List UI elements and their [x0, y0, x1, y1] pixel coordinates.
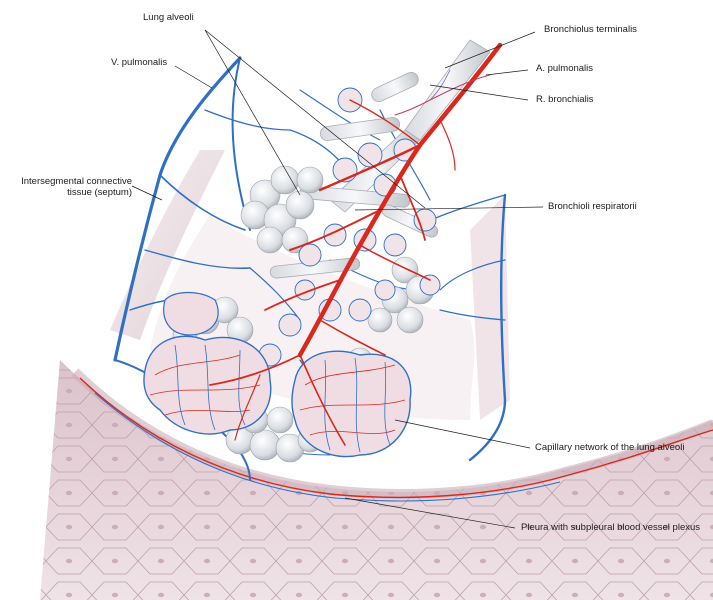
- pulmonary-artery-network: [209, 42, 503, 446]
- label-capillary-network: Capillary network of the lung alveoli: [535, 442, 685, 453]
- label-r-bronchialis: R. bronchialis: [536, 94, 594, 105]
- label-a-pulmonalis: A. pulmonalis: [536, 63, 594, 74]
- label-v-pulmonalis: V. pulmonalis: [111, 57, 168, 68]
- capillary-alveoli: [143, 87, 441, 458]
- label-bronchiolus-terminalis: Bronchiolus terminalis: [544, 24, 637, 35]
- label-lung-alveoli: Lung alveoli: [143, 12, 194, 23]
- leader-lines: [131, 29, 544, 529]
- label-intersegmental-line1: Intersegmental connective: [21, 176, 132, 187]
- label-pleura: Pleura with subpleural blood vessel plex…: [521, 522, 701, 533]
- pleura-tissue: [40, 360, 713, 600]
- label-bronchioli-respiratorii: Bronchioli respiratorii: [548, 201, 637, 212]
- label-intersegmental-line2: tissue (septum): [67, 187, 132, 198]
